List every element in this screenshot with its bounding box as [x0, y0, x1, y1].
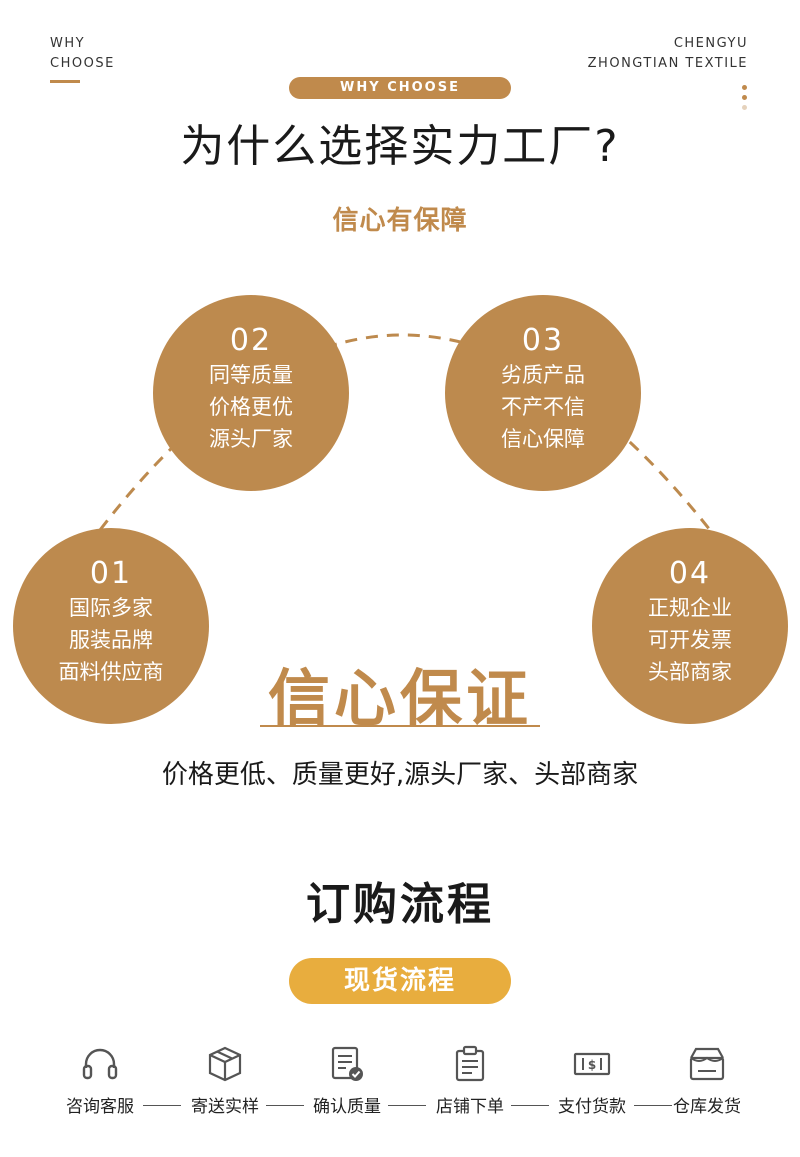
- feature-line: 同等质量: [209, 363, 293, 387]
- header-right-line1: CHENGYU: [673, 36, 748, 51]
- header-right-line2: ZHONGTIAN TEXTILE: [587, 56, 748, 71]
- header-right-label: CHENGYU ZHONGTIAN TEXTILE: [588, 34, 748, 74]
- header-left-line1: WHY: [50, 36, 86, 51]
- step-connector: [634, 1105, 672, 1106]
- feature-line: 可开发票: [648, 628, 732, 652]
- step-label: 寄送实样: [191, 1097, 259, 1117]
- clipboard-icon: [455, 1045, 485, 1082]
- feature-circle-02: 02 同等质量 价格更优 源头厂家: [153, 295, 349, 491]
- step-send-sample: 寄送实样: [170, 1044, 280, 1118]
- decor-dot: [742, 85, 747, 90]
- feature-number: 04: [668, 556, 712, 591]
- step-connector: [511, 1105, 549, 1106]
- feature-line: 不产不信: [501, 395, 585, 419]
- step-connector: [388, 1105, 426, 1106]
- feature-number: 01: [89, 556, 133, 591]
- feature-line: 服装品牌: [69, 628, 153, 652]
- step-connector: [266, 1105, 304, 1106]
- header-left-accent-bar: [50, 80, 80, 83]
- feature-circle-01: 01 国际多家 服装品牌 面料供应商: [13, 528, 209, 724]
- step-label: 咨询客服: [66, 1097, 134, 1117]
- package-box-icon: [208, 1046, 242, 1082]
- page-subtitle: 信心有保障: [332, 206, 468, 236]
- step-pay: $ 支付货款: [537, 1044, 647, 1118]
- step-confirm-quality: 确认质量: [292, 1044, 402, 1118]
- checklist-icon: [331, 1046, 363, 1081]
- feature-number: 02: [229, 323, 273, 358]
- step-label: 店铺下单: [436, 1097, 504, 1117]
- header-left-label: WHY CHOOSE: [50, 34, 115, 74]
- guarantee-tagline: 价格更低、质量更好,源头厂家、头部商家: [161, 760, 639, 790]
- step-connector: [143, 1105, 181, 1106]
- feature-line: 国际多家: [69, 596, 153, 620]
- step-label: 确认质量: [313, 1097, 381, 1117]
- step-label: 仓库发货: [673, 1097, 741, 1117]
- svg-text:$: $: [588, 1058, 596, 1072]
- in-stock-process-pill: 现货流程: [289, 958, 511, 1004]
- feature-line: 劣质产品: [501, 363, 585, 387]
- page-title: 为什么选择实力工厂?: [180, 121, 620, 172]
- header-left-line2: CHOOSE: [50, 56, 115, 71]
- warehouse-icon: [689, 1047, 725, 1081]
- headset-icon: [82, 1048, 118, 1080]
- decor-dot: [742, 95, 747, 100]
- step-consult: 咨询客服: [45, 1044, 155, 1118]
- feature-line: 正规企业: [648, 596, 732, 620]
- banknote-icon: $: [573, 1052, 611, 1076]
- step-label: 支付货款: [558, 1097, 626, 1117]
- step-ship: 仓库发货: [652, 1044, 762, 1118]
- feature-number: 03: [521, 323, 565, 358]
- guarantee-title: 信心保证: [267, 662, 532, 735]
- feature-line: 价格更优: [209, 395, 293, 419]
- feature-line: 信心保障: [501, 427, 585, 451]
- feature-circle-04: 04 正规企业 可开发票 头部商家: [592, 528, 788, 724]
- feature-line: 头部商家: [648, 660, 732, 684]
- feature-line: 源头厂家: [209, 427, 293, 451]
- feature-circle-03: 03 劣质产品 不产不信 信心保障: [445, 295, 641, 491]
- decor-dot: [742, 105, 747, 110]
- order-process-title: 订购流程: [306, 879, 494, 930]
- guarantee-underline: [260, 725, 540, 727]
- feature-line: 面料供应商: [58, 660, 164, 684]
- why-choose-pill: WHY CHOOSE: [289, 77, 511, 99]
- step-place-order: 店铺下单: [415, 1044, 525, 1118]
